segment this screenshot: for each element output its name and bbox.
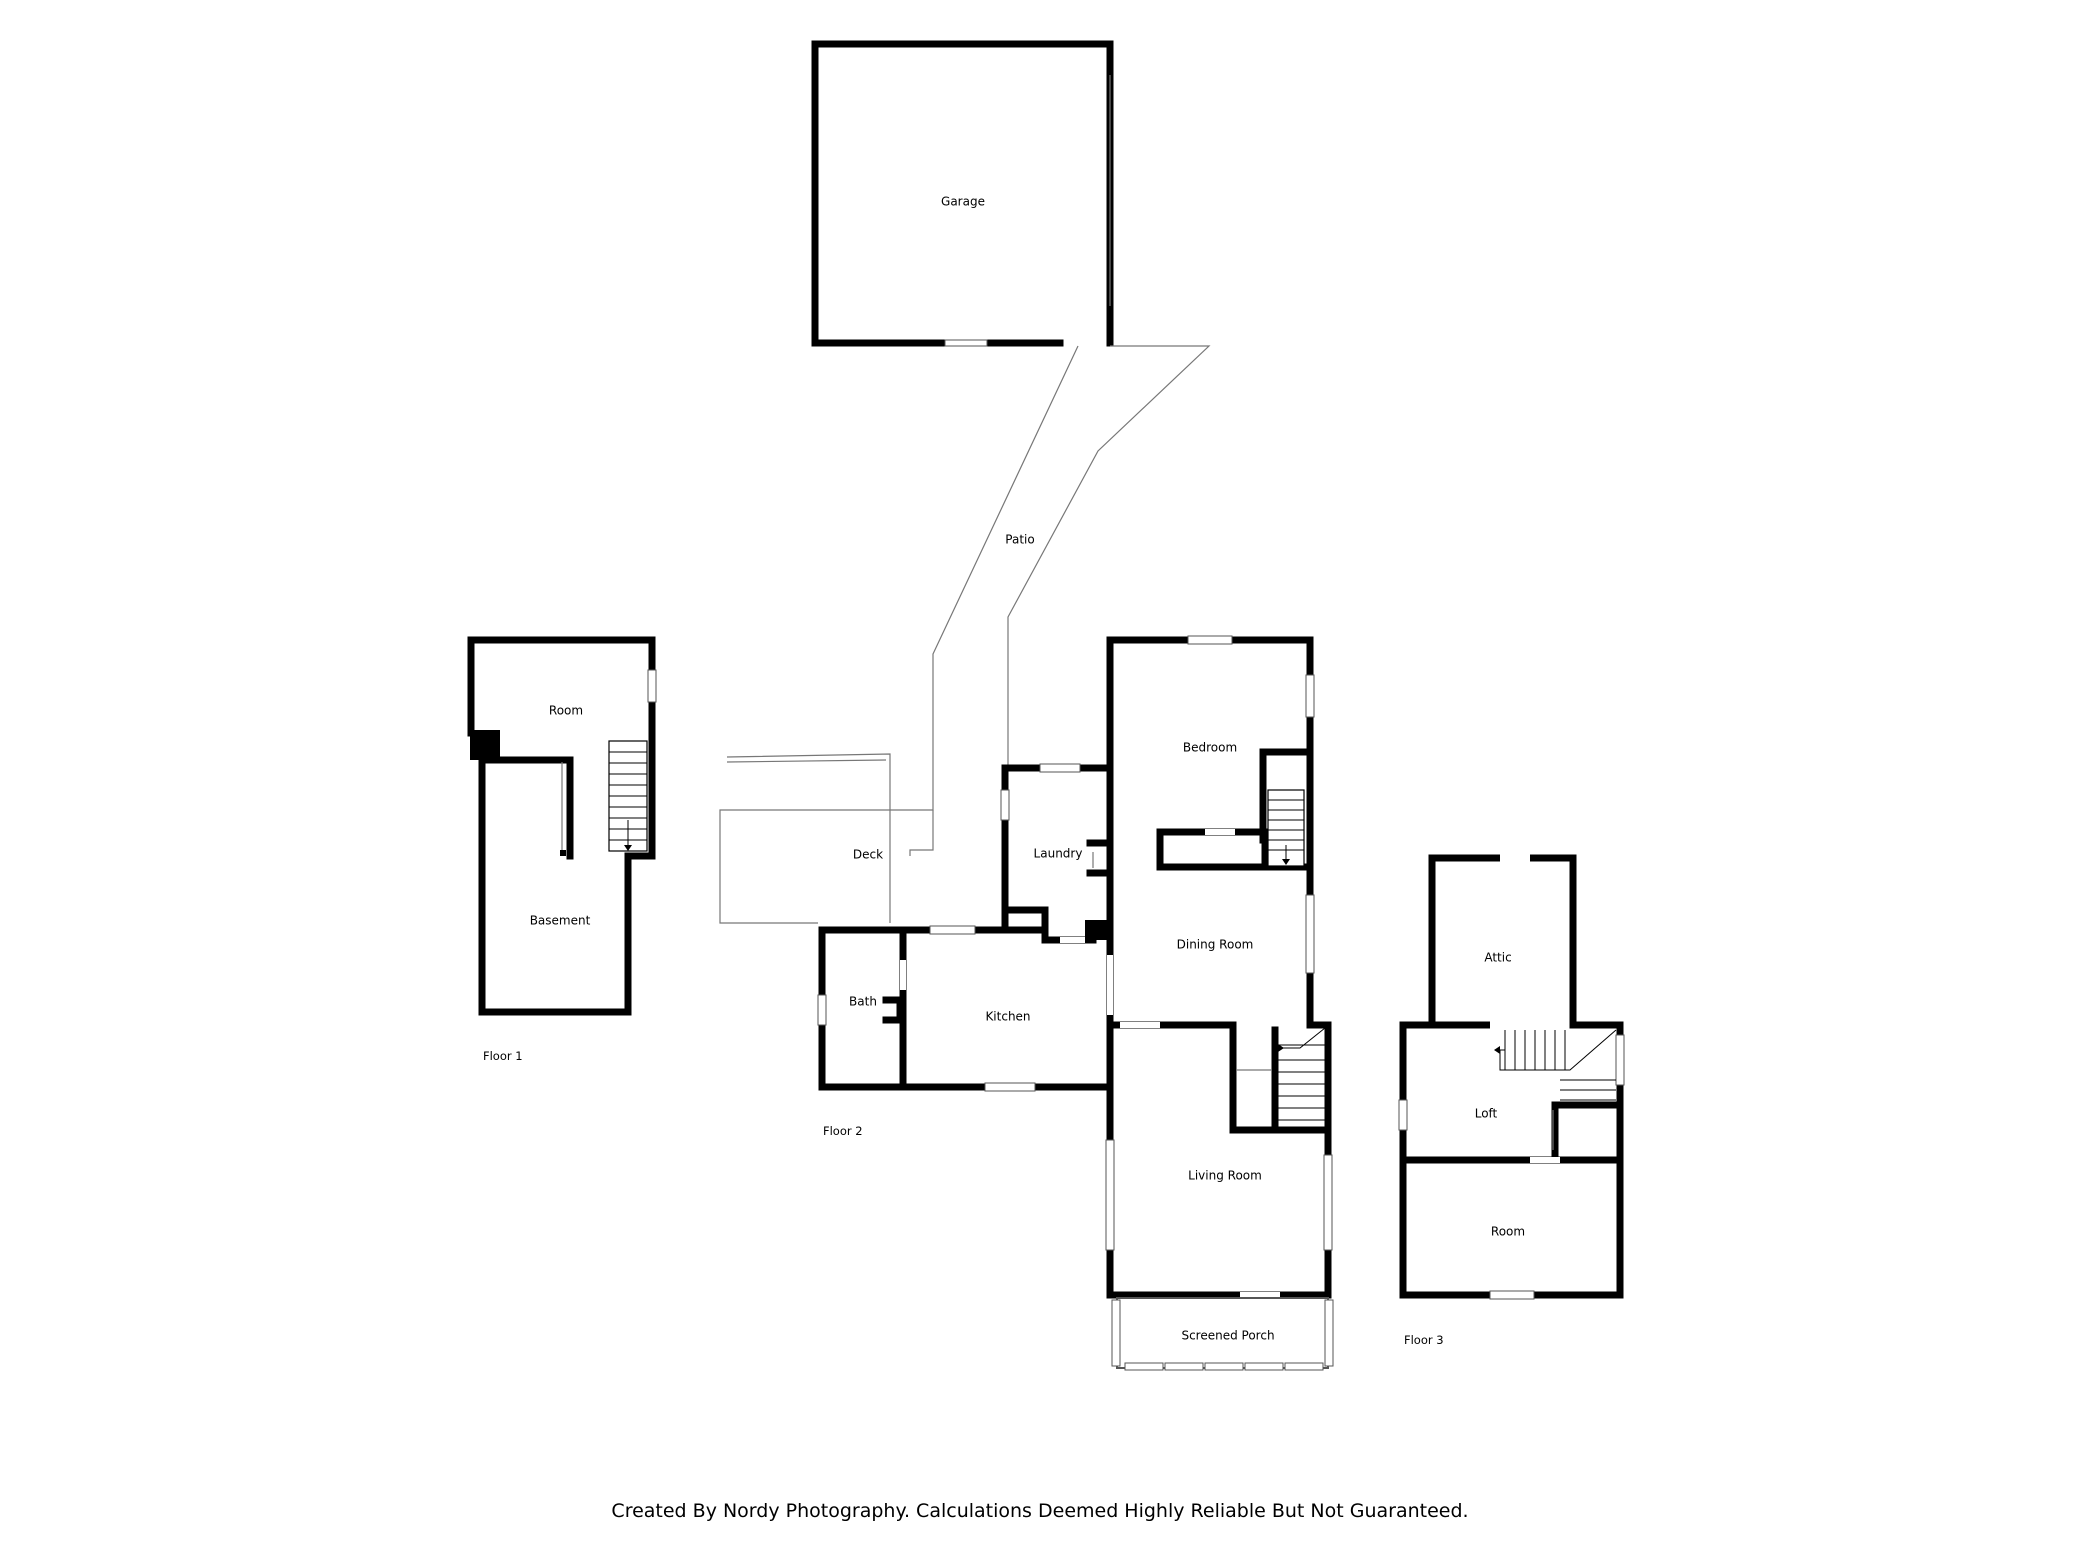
floor-label-2: Floor 2 — [823, 1124, 863, 1138]
room-label-attic: Attic — [1484, 951, 1511, 965]
room-label-loft: Loft — [1475, 1107, 1498, 1121]
screened-porch-structure — [1111, 1297, 1334, 1371]
footer-disclaimer: Created By Nordy Photography. Calculatio… — [611, 1500, 1469, 1522]
floor1-structure — [467, 636, 657, 1016]
room-label-deck: Deck — [853, 848, 883, 862]
room-label-laundry: Laundry — [1034, 847, 1083, 861]
room-label-bath: Bath — [849, 995, 877, 1009]
room-label-garage: Garage — [941, 195, 985, 209]
floor2-stairs-living — [1278, 1027, 1326, 1121]
room-label-living-room: Living Room — [1188, 1169, 1262, 1183]
room-label-dining-room: Dining Room — [1177, 938, 1254, 952]
room-label-kitchen: Kitchen — [985, 1010, 1030, 1024]
room-label-basement: Basement — [530, 914, 591, 928]
floor3-structure — [1398, 854, 1625, 1300]
floor3-stairs — [1494, 1029, 1617, 1101]
floor2-stairs-bedroom — [1267, 789, 1305, 867]
room-label-bedroom: Bedroom — [1183, 741, 1237, 755]
floor2-structure — [817, 635, 1333, 1299]
room-label-patio: Patio — [1005, 533, 1034, 547]
room-label-room-floor3: Room — [1491, 1225, 1525, 1239]
patio-outline — [719, 345, 1211, 924]
room-label-room-floor1: Room — [549, 704, 583, 718]
floor-label-3: Floor 3 — [1404, 1333, 1444, 1347]
floor-label-1: Floor 1 — [483, 1049, 523, 1063]
floor1-stairs — [608, 740, 648, 852]
garage-structure — [811, 40, 1114, 347]
room-label-screened-porch: Screened Porch — [1181, 1329, 1274, 1343]
